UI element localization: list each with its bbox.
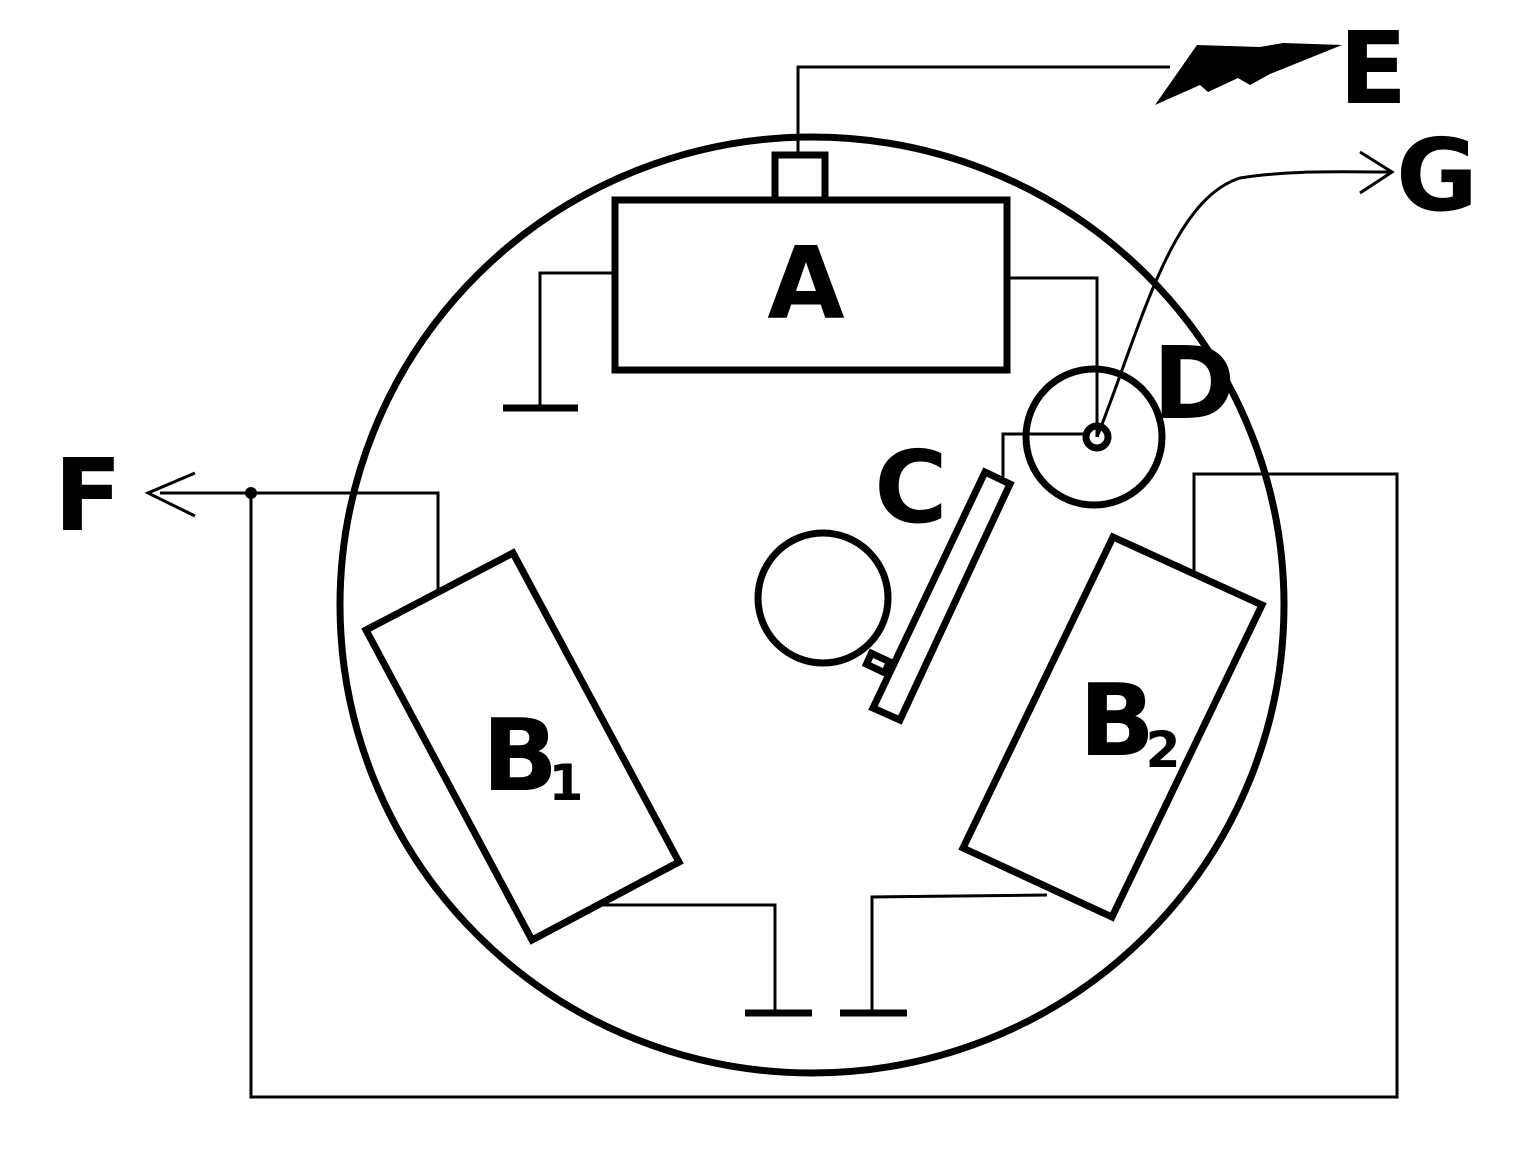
label-e: E: [1339, 10, 1407, 127]
wire-d-to-c: [1001, 432, 1086, 477]
chamber-outline: [336, 133, 1288, 1077]
arrow-g-head: [1359, 150, 1395, 195]
wire-a-to-e: [796, 65, 1170, 155]
label-a: A: [767, 225, 844, 342]
target-circle: [754, 529, 892, 667]
wire-b1-to-f: [160, 491, 440, 592]
wire-b2-ground: [870, 893, 1048, 1013]
wire-outer-loop: [249, 472, 1399, 1099]
label-f: F: [54, 437, 122, 554]
component-d-center: [1082, 422, 1112, 452]
wire-b1-ground: [603, 903, 777, 1013]
label-b2-subscript: 2: [1146, 721, 1181, 779]
label-g: G: [1396, 117, 1478, 234]
component-b2-box: [958, 532, 1267, 922]
label-b1-subscript: 1: [549, 754, 584, 812]
component-c-tab: [861, 648, 895, 678]
component-c-bar: [868, 467, 1015, 725]
label-c: C: [874, 429, 947, 546]
lightning-bolt-icon: [1155, 43, 1342, 105]
label-d: D: [1152, 325, 1235, 442]
component-b1-box: [361, 548, 684, 945]
label-b1: B: [482, 697, 558, 814]
wire-a-to-d: [1007, 276, 1099, 437]
label-b2: B: [1079, 662, 1155, 779]
component-d-circle: [1022, 365, 1166, 509]
wire-a-left-ground: [538, 271, 615, 408]
wire-d-to-g: [1095, 170, 1391, 438]
component-a-connector: [771, 151, 829, 204]
arrow-f-head: [144, 471, 196, 518]
